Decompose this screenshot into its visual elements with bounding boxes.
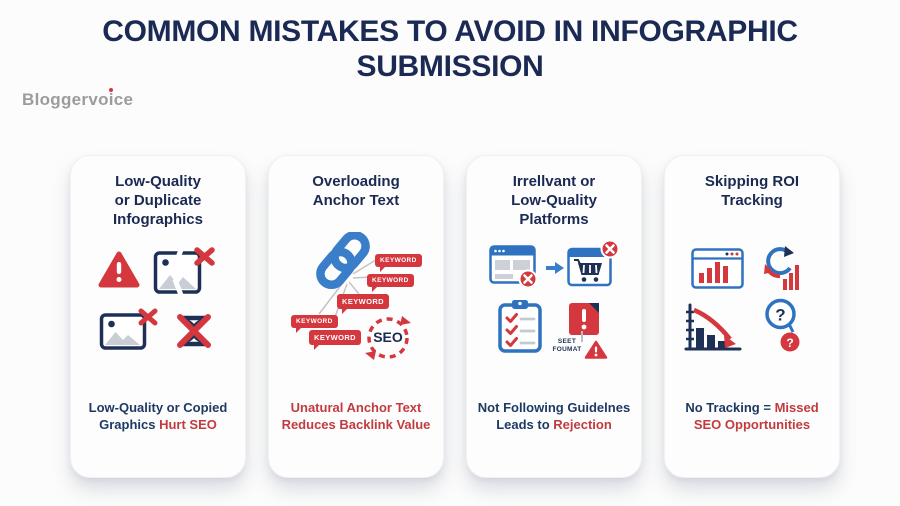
arrow-right-icon bbox=[546, 262, 564, 274]
warning-triangle-icon bbox=[98, 251, 140, 288]
question-search-icon: ? ? bbox=[765, 298, 800, 352]
question-glyph-secondary: ? bbox=[786, 336, 793, 350]
refresh-growth-icon bbox=[764, 246, 799, 290]
card3-icons: SEET FOUMAT bbox=[467, 232, 641, 394]
card-low-quality-infographics: Low-Quality or Duplicate Infographics bbox=[70, 155, 246, 478]
seo-cycle-icon: SEO bbox=[364, 314, 412, 362]
page-title-line-2: SUBMISSION bbox=[356, 50, 544, 83]
card-irrelevant-platforms: Irrellvant or Low-Quality Platforms bbox=[466, 155, 642, 478]
seo-label: SEO bbox=[373, 329, 403, 345]
keyword-tag: KEYWORD bbox=[337, 294, 389, 314]
declining-chart-icon bbox=[684, 303, 742, 351]
card1-caption: Low-Quality or Copied Graphics Hurt SEO bbox=[88, 400, 228, 432]
keyword-tag: KEYWORD bbox=[367, 274, 414, 292]
doc-note-text: SEET FOUMAT bbox=[552, 338, 582, 353]
cart-rejected-icon bbox=[567, 240, 619, 287]
card2-title: Overloading Anchor Text bbox=[312, 173, 400, 209]
card1-title: Low-Quality or Duplicate Infographics bbox=[112, 173, 203, 228]
warning-triangle-small-icon bbox=[584, 340, 608, 359]
keyword-tag: KEYWORD bbox=[309, 330, 361, 350]
page-title-line-1: COMMON MISTAKES TO AVOID IN INFOGRAPHIC bbox=[102, 15, 798, 48]
image-rejected-icon bbox=[99, 308, 158, 350]
cards-row: Low-Quality or Duplicate Infographics bbox=[70, 155, 840, 478]
card4-caption: No Tracking = Missed SEO Opportunities bbox=[685, 400, 819, 432]
checklist-clipboard-icon bbox=[498, 300, 542, 353]
card4-title: Skipping ROI Tracking bbox=[704, 173, 800, 209]
broken-image-rejected-icon bbox=[153, 247, 215, 296]
card-skipping-roi-tracking: Skipping ROI Tracking bbox=[664, 155, 840, 478]
question-glyph-primary: ? bbox=[775, 306, 785, 325]
card-overloading-anchor-text: Overloading Anchor Text KEYWORD KEYWORD … bbox=[268, 155, 444, 478]
card4-icons: ? ? bbox=[665, 232, 839, 394]
brand-logo-text: Bloggervoice bbox=[22, 90, 134, 109]
dashed-cycle-arrows-icon bbox=[365, 316, 411, 360]
page-title: COMMON MISTAKES TO AVOID IN INFOGRAPHIC … bbox=[0, 14, 900, 84]
doc-connector-line bbox=[581, 331, 583, 342]
chain-link-icon bbox=[316, 232, 380, 329]
browser-rejected-icon bbox=[489, 245, 538, 289]
brand-logo: Bloggervoice bbox=[22, 88, 134, 110]
alert-document-icon bbox=[569, 303, 599, 335]
keyword-tag: KEYWORD bbox=[375, 254, 422, 272]
card2-caption: Unatural Anchor Text Reduces Backlink Va… bbox=[281, 400, 431, 432]
card2-icons: KEYWORD KEYWORD KEYWORD KEYWORD KEYWORD … bbox=[269, 232, 443, 394]
duplicate-content-crossed-icon bbox=[177, 314, 211, 348]
card1-icons bbox=[71, 232, 245, 394]
card3-caption: Not Following Guidelnes Leads to Rejecti… bbox=[477, 400, 631, 432]
analytics-window-icon bbox=[691, 248, 744, 289]
logo-dot-icon bbox=[109, 88, 113, 92]
keyword-tag: KEYWORD bbox=[291, 315, 338, 333]
card3-title: Irrellvant or Low-Quality Platforms bbox=[511, 173, 597, 228]
